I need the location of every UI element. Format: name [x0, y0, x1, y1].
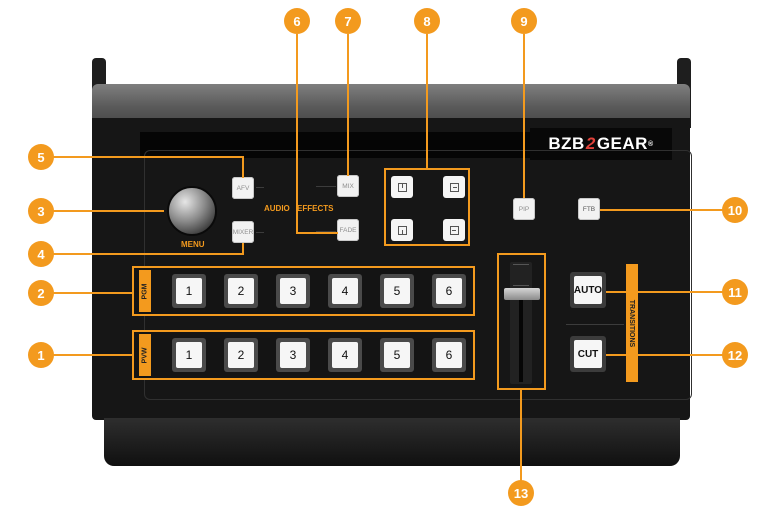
auto-button-label: AUTO — [574, 276, 602, 304]
leader-4-vertical — [242, 243, 244, 255]
callout-6: 6 — [284, 8, 310, 34]
wipe-bottom-button[interactable] — [391, 219, 413, 241]
pvw-button-3[interactable]: 3 — [276, 338, 310, 372]
leader-6-vertical — [296, 34, 298, 234]
pvw-button-6-label: 6 — [436, 342, 462, 368]
pvw-label: PVW — [139, 334, 151, 376]
pvw-button-2[interactable]: 2 — [224, 338, 258, 372]
leader-11 — [606, 291, 724, 293]
tbar-handle[interactable] — [504, 288, 540, 300]
wipe-bottom-icon — [397, 225, 407, 235]
wipe-right-icon — [449, 182, 459, 192]
pgm-button-3[interactable]: 3 — [276, 274, 310, 308]
device-base — [104, 418, 680, 466]
callout-12: 12 — [722, 342, 748, 368]
wipe-top-button[interactable] — [391, 176, 413, 198]
pvw-label-text: PVW — [141, 347, 149, 363]
leader-12 — [606, 354, 724, 356]
pgm-button-2-label: 2 — [228, 278, 254, 304]
leader-13 — [520, 390, 522, 482]
audio-label: AUDIO — [264, 204, 290, 213]
callout-2: 2 — [28, 280, 54, 306]
callout-10: 10 — [722, 197, 748, 223]
brand-mark: ® — [647, 140, 654, 148]
pgm-button-4-label: 4 — [332, 278, 358, 304]
callout-1: 1 — [28, 342, 54, 368]
audio-bracket-bottom — [256, 232, 264, 233]
wipe-right-button[interactable] — [443, 176, 465, 198]
pgm-button-6[interactable]: 6 — [432, 274, 466, 308]
menu-knob[interactable] — [167, 186, 217, 236]
transitions-label-text: TRANSITIONS — [628, 299, 636, 347]
callout-7: 7 — [335, 8, 361, 34]
brand-mid: 2 — [585, 134, 596, 153]
leader-4-horizontal — [48, 253, 244, 255]
pgm-button-4[interactable]: 4 — [328, 274, 362, 308]
wipe-left-icon — [449, 225, 459, 235]
pvw-button-1[interactable]: 1 — [172, 338, 206, 372]
tbar-scale — [513, 264, 529, 286]
wipe-left-button[interactable] — [443, 219, 465, 241]
wipe-group-outline — [384, 168, 470, 246]
pip-button[interactable]: PIP — [513, 198, 535, 220]
afv-button[interactable]: AFV — [232, 177, 254, 199]
pgm-button-2[interactable]: 2 — [224, 274, 258, 308]
leader-2 — [48, 292, 134, 294]
cut-button[interactable]: CUT — [570, 336, 606, 372]
auto-button[interactable]: AUTO — [570, 272, 606, 308]
mixer-button[interactable]: MIXER — [232, 221, 254, 243]
leader-10 — [600, 209, 724, 211]
leader-1 — [48, 354, 134, 356]
callout-3: 3 — [28, 198, 54, 224]
top-strip — [140, 132, 530, 158]
effects-bracket-top — [316, 186, 336, 187]
callout-11: 11 — [722, 279, 748, 305]
menu-label: MENU — [181, 240, 205, 249]
leader-5-horizontal — [48, 156, 244, 158]
pvw-button-5[interactable]: 5 — [380, 338, 414, 372]
pgm-button-5[interactable]: 5 — [380, 274, 414, 308]
pgm-button-1[interactable]: 1 — [172, 274, 206, 308]
leader-7 — [347, 34, 349, 176]
cut-button-label: CUT — [574, 340, 602, 368]
pgm-label-text: PGM — [141, 283, 149, 299]
pgm-label: PGM — [139, 270, 151, 312]
leader-8 — [426, 34, 428, 168]
callout-9: 9 — [511, 8, 537, 34]
callout-8: 8 — [414, 8, 440, 34]
transitions-divider — [566, 324, 624, 325]
pgm-button-1-label: 1 — [176, 278, 202, 304]
ftb-button[interactable]: FTB — [578, 198, 600, 220]
leader-3 — [48, 210, 164, 212]
pvw-button-6[interactable]: 6 — [432, 338, 466, 372]
leader-9 — [523, 34, 525, 198]
leader-6-horizontal — [296, 232, 338, 234]
wipe-top-icon — [397, 182, 407, 192]
pvw-button-4[interactable]: 4 — [328, 338, 362, 372]
pgm-button-3-label: 3 — [280, 278, 306, 304]
device-top-cover — [92, 84, 690, 122]
pvw-button-2-label: 2 — [228, 342, 254, 368]
leader-5-vertical — [242, 156, 244, 178]
pgm-button-5-label: 5 — [384, 278, 410, 304]
brand-right: GEAR — [596, 134, 648, 153]
pvw-button-5-label: 5 — [384, 342, 410, 368]
pvw-button-1-label: 1 — [176, 342, 202, 368]
brand-left: BZB — [548, 134, 585, 153]
effects-label: EFFECTS — [297, 204, 334, 213]
pgm-button-6-label: 6 — [436, 278, 462, 304]
callout-5: 5 — [28, 144, 54, 170]
tbar-outline — [497, 253, 546, 390]
transitions-label: TRANSITIONS — [626, 264, 638, 382]
callout-4: 4 — [28, 241, 54, 267]
audio-bracket-top — [256, 187, 264, 188]
mix-button[interactable]: MIX — [337, 175, 359, 197]
effects-bracket-bottom — [316, 231, 336, 232]
callout-13: 13 — [508, 480, 534, 506]
fade-button[interactable]: FADE — [337, 219, 359, 241]
pvw-button-3-label: 3 — [280, 342, 306, 368]
pvw-button-4-label: 4 — [332, 342, 358, 368]
tbar-slot — [519, 300, 523, 382]
